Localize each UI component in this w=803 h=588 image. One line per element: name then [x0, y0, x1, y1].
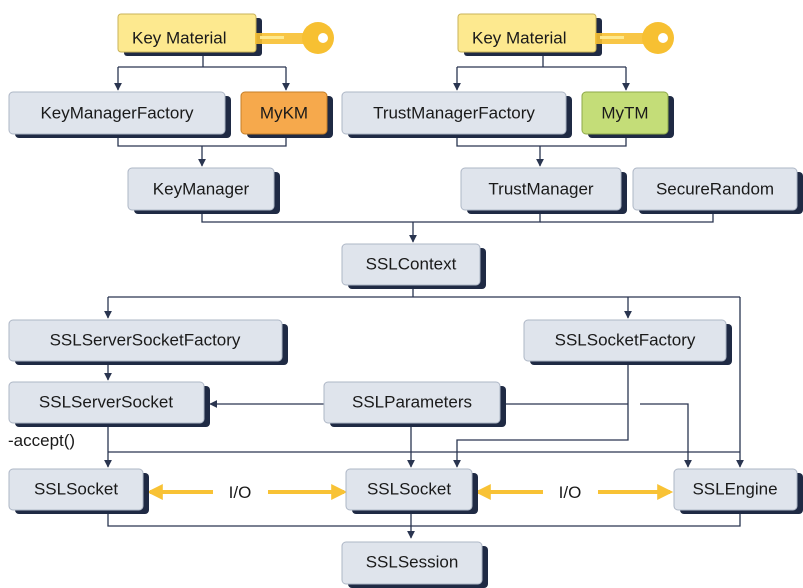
ssl-socket-left-box: SSLSocket: [8, 468, 149, 514]
secure-random-box: SecureRandom: [632, 167, 803, 214]
svg-text:Key Material: Key Material: [132, 28, 226, 47]
trust-manager-box: TrustManager: [460, 167, 627, 214]
svg-text:MyKM: MyKM: [260, 103, 308, 122]
key-manager-box: KeyManager: [127, 167, 280, 214]
svg-text:SSLContext: SSLContext: [366, 254, 457, 273]
svg-text:KeyManager: KeyManager: [153, 179, 250, 198]
svg-text:SSLParameters: SSLParameters: [352, 392, 472, 411]
my-tm-box: MyTM: [581, 91, 674, 138]
svg-text:SSLServerSocketFactory: SSLServerSocketFactory: [50, 330, 241, 349]
svg-text:TrustManagerFactory: TrustManagerFactory: [373, 103, 535, 122]
svg-text:KeyManagerFactory: KeyManagerFactory: [40, 103, 194, 122]
key-manager-factory-box: KeyManagerFactory: [8, 91, 231, 138]
accept-label: -accept(): [8, 431, 75, 450]
svg-text:SSLEngine: SSLEngine: [692, 479, 777, 498]
trust-manager-factory-box: TrustManagerFactory: [341, 91, 572, 138]
key-icon: [255, 22, 334, 54]
svg-text:SSLSession: SSLSession: [366, 552, 459, 571]
io-arrows: I/O I/O: [146, 480, 674, 504]
key-icon: [595, 22, 674, 54]
svg-text:SSLSocketFactory: SSLSocketFactory: [555, 330, 696, 349]
ssl-session-box: SSLSession: [341, 541, 488, 588]
svg-text:Key Material: Key Material: [472, 28, 566, 47]
ssl-socket-factory-box: SSLSocketFactory: [523, 319, 732, 365]
svg-text:SSLSocket: SSLSocket: [367, 479, 451, 498]
ssl-parameters-box: SSLParameters: [323, 381, 506, 427]
svg-text:TrustManager: TrustManager: [488, 179, 594, 198]
svg-text:MyTM: MyTM: [601, 103, 648, 122]
ssl-context-box: SSLContext: [341, 243, 486, 289]
ssl-engine-box: SSLEngine: [673, 468, 803, 514]
ssl-socket-center-box: SSLSocket: [345, 468, 478, 514]
ssl-server-socket-factory-box: SSLServerSocketFactory: [8, 319, 288, 365]
io-label-left: I/O: [229, 483, 252, 502]
svg-text:SSLServerSocket: SSLServerSocket: [39, 392, 173, 411]
ssl-server-socket-box: SSLServerSocket: [8, 381, 210, 427]
key-material-right: Key Material: [457, 13, 602, 56]
key-material-left: Key Material: [117, 13, 262, 56]
io-label-right: I/O: [559, 483, 582, 502]
my-km-box: MyKM: [240, 91, 333, 138]
svg-text:SecureRandom: SecureRandom: [656, 179, 774, 198]
svg-text:SSLSocket: SSLSocket: [34, 479, 118, 498]
